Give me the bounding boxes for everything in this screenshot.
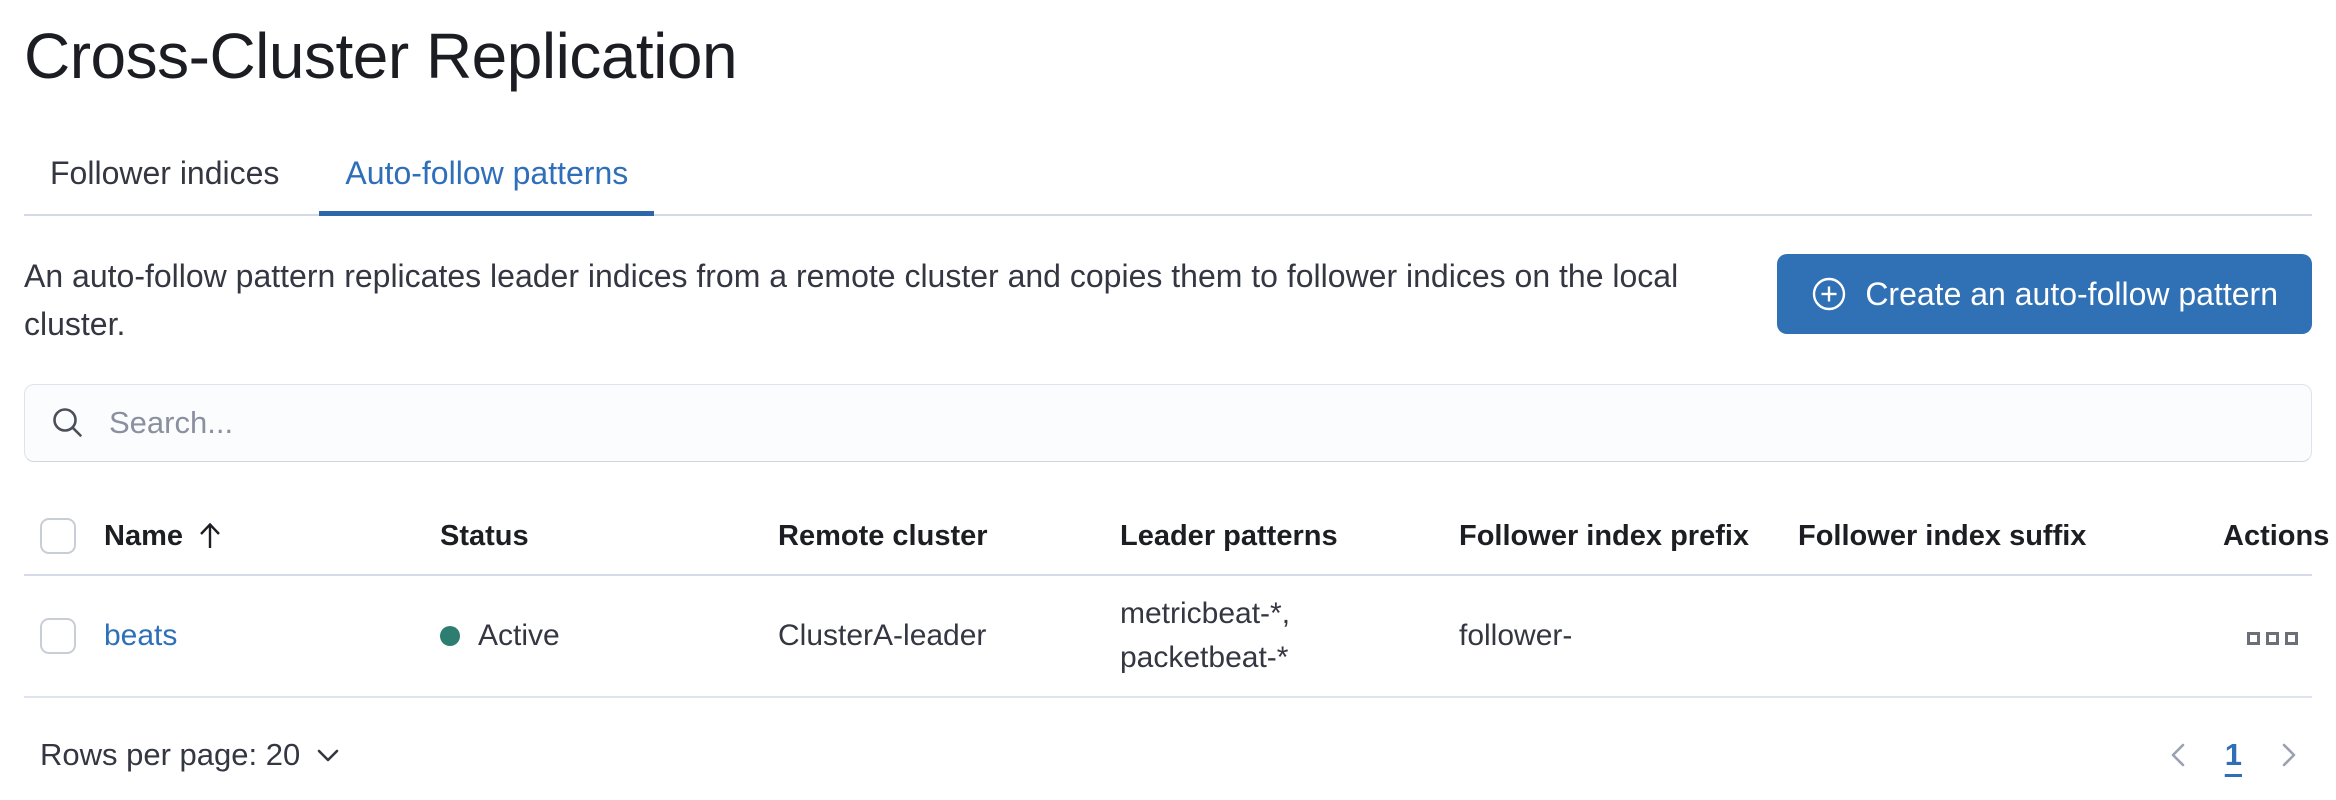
tab-bar: Follower indices Auto-follow patterns [24, 138, 2312, 216]
page-description: An auto-follow pattern replicates leader… [24, 258, 1679, 342]
select-all-checkbox[interactable] [40, 518, 76, 554]
status-label: Active [478, 619, 560, 652]
create-auto-follow-pattern-button[interactable]: Create an auto-follow pattern [1777, 254, 2312, 334]
boxes-horizontal-icon [2247, 632, 2298, 645]
sort-ascending-arrow-up-icon [197, 521, 223, 551]
status-active-dot-icon [440, 626, 460, 646]
column-header-follower-index-prefix: Follower index prefix [1455, 500, 1794, 576]
intro-section: An auto-follow pattern replicates leader… [24, 252, 2312, 348]
auto-follow-patterns-table: Name Status Remote cluster Leader patter… [24, 500, 2329, 698]
chevron-left-icon [2165, 738, 2191, 772]
plus-in-circle-icon [1811, 276, 1847, 312]
chevron-down-icon [314, 745, 342, 765]
create-button-label: Create an auto-follow pattern [1865, 275, 2278, 312]
chevron-right-icon [2276, 738, 2302, 772]
page-title: Cross-Cluster Replication [24, 20, 738, 92]
page-1-button[interactable]: 1 [2224, 737, 2242, 772]
pagination: 1 [2165, 737, 2312, 773]
tab-follower-indices[interactable]: Follower indices [24, 138, 305, 214]
column-header-name[interactable]: Name [100, 500, 436, 576]
previous-page-button[interactable] [2165, 738, 2191, 772]
rows-per-page-label: Rows per page: 20 [40, 737, 301, 772]
search-input[interactable] [109, 405, 2287, 441]
column-header-follower-index-suffix: Follower index suffix [1794, 500, 2219, 576]
column-header-leader-patterns: Leader patterns [1116, 500, 1455, 576]
column-header-status: Status [436, 500, 774, 576]
follower-index-suffix-cell [1794, 575, 2219, 698]
row-actions-button[interactable] [2241, 626, 2304, 651]
search-icon [49, 404, 87, 442]
leader-patterns-cell: metricbeat-*, packetbeat-* [1120, 597, 1291, 674]
next-page-button[interactable] [2276, 738, 2302, 772]
table-header-row: Name Status Remote cluster Leader patter… [24, 500, 2329, 576]
table-row: beats Active ClusterA-leader metricbeat-… [24, 575, 2312, 698]
remote-cluster-cell: ClusterA-leader [774, 575, 1116, 698]
tab-auto-follow-patterns[interactable]: Auto-follow patterns [319, 138, 655, 216]
row-checkbox[interactable] [40, 618, 76, 654]
rows-per-page-button[interactable]: Rows per page: 20 [24, 737, 342, 773]
column-header-actions: Actions [2219, 500, 2329, 576]
table-footer: Rows per page: 20 1 [24, 718, 2312, 792]
follower-index-prefix-cell: follower- [1455, 575, 1794, 698]
column-header-remote-cluster: Remote cluster [774, 500, 1116, 576]
pattern-name-link[interactable]: beats [104, 619, 178, 652]
search-bar [24, 384, 2312, 462]
